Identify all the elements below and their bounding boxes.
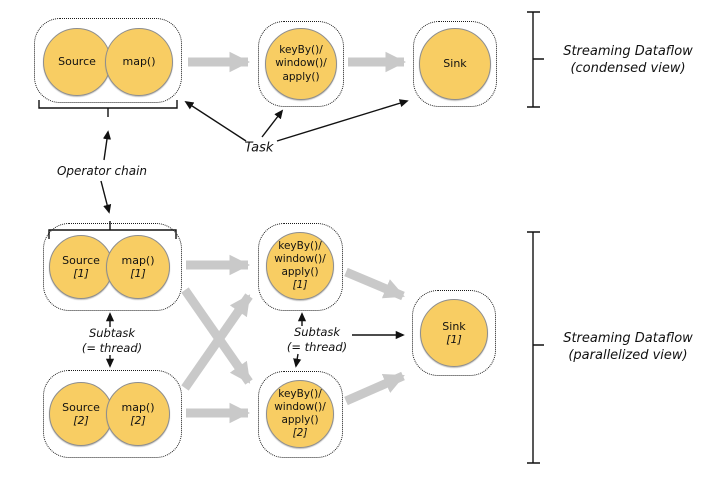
- subtask-left-line1: Subtask: [88, 325, 136, 340]
- subtask-middle-label: Subtask (= thread): [287, 325, 347, 355]
- node-sink-1: Sink [1]: [420, 299, 488, 367]
- node-source-label: Source: [58, 55, 96, 69]
- parallelized-caption-line2: (parallelized view): [568, 348, 688, 363]
- flow-arrow-keyby2-to-sink1: [344, 371, 405, 406]
- node-map-2: map() [2]: [106, 382, 170, 446]
- condensed-operator-chain-task-box: Source map(): [34, 18, 182, 103]
- node-keyby1-line1: keyBy()/: [278, 239, 322, 252]
- parallelized-view-caption: Streaming Dataflow (parallelized view): [563, 331, 693, 365]
- node-keyby: keyBy()/ window()/ apply(): [265, 28, 337, 100]
- node-sink1-label: Sink: [442, 319, 466, 333]
- parallel-keyby2-subtask-box: keyBy()/ window()/ apply() [2]: [258, 371, 343, 458]
- node-keyby1-line2: window()/: [274, 252, 326, 265]
- task-label: Task: [244, 140, 274, 156]
- node-map-1: map() [1]: [106, 235, 170, 299]
- subtask-middle-line2: (= thread): [286, 340, 348, 354]
- parallel-sink1-subtask-box: Sink [1]: [412, 290, 496, 376]
- condensed-view-brace: [527, 11, 544, 108]
- node-map1-index: [1]: [130, 267, 146, 280]
- subtask-middle-arrow-down: [293, 353, 302, 368]
- parallel-chain2-subtask-box: Source [2] map() [2]: [43, 370, 182, 458]
- condensed-caption-line2: (condensed view): [570, 61, 686, 76]
- node-keyby-line2: window()/: [275, 57, 327, 70]
- node-keyby2-line1: keyBy()/: [278, 387, 322, 400]
- node-source-1: Source [1]: [49, 235, 113, 299]
- condensed-caption-line1: Streaming Dataflow: [563, 44, 693, 60]
- flow-arrow-chain1-to-keyby2: [181, 287, 253, 385]
- node-map2-index: [2]: [130, 414, 146, 427]
- parallel-chain1-subtask-box: Source [1] map() [1]: [43, 223, 182, 311]
- node-source: Source: [43, 28, 111, 96]
- operator-chain-label: Operator chain: [56, 164, 148, 178]
- node-sink: Sink: [419, 28, 491, 100]
- flow-arrow-keyby1-to-sink1: [344, 267, 405, 301]
- operator-chain-arrow-up: [102, 130, 112, 161]
- node-keyby1-line3: apply(): [281, 266, 319, 278]
- parallelized-caption-line1: Streaming Dataflow: [563, 331, 693, 347]
- node-map1-label: map(): [121, 253, 155, 267]
- node-source1-index: [1]: [73, 267, 89, 280]
- node-source1-label: Source: [62, 253, 100, 267]
- node-keyby-1: keyBy()/ window()/ apply() [1]: [266, 232, 334, 300]
- node-source2-index: [2]: [73, 414, 89, 427]
- node-keyby1-index: [1]: [292, 279, 308, 292]
- node-keyby2-line2: window()/: [274, 400, 326, 413]
- node-keyby-line3: apply(): [282, 70, 320, 83]
- node-source-2: Source [2]: [49, 382, 113, 446]
- subtask-middle-line1: Subtask: [293, 324, 341, 339]
- node-keyby2-index: [2]: [292, 427, 308, 440]
- parallel-keyby1-subtask-box: keyBy()/ window()/ apply() [1]: [258, 223, 343, 311]
- task-arrow-to-chain-box: [184, 101, 247, 142]
- task-arrow-to-sink-box: [276, 99, 409, 142]
- node-source2-label: Source: [62, 400, 100, 414]
- operator-chain-arrow-down: [100, 180, 112, 214]
- node-keyby-2: keyBy()/ window()/ apply() [2]: [266, 380, 334, 448]
- node-map-label: map(): [122, 55, 156, 69]
- task-arrow-to-keyby-box: [261, 109, 284, 138]
- condensed-sink-task-box: Sink: [413, 21, 497, 107]
- subtask-left-line2: (= thread): [81, 341, 143, 355]
- condensed-view-caption: Streaming Dataflow (condensed view): [563, 44, 693, 78]
- flow-arrow-chain2-to-keyby1: [181, 293, 253, 391]
- subtask-left-label: Subtask (= thread): [82, 326, 142, 356]
- node-map: map(): [105, 28, 173, 96]
- node-map2-label: map(): [121, 400, 155, 414]
- node-sink1-index: [1]: [446, 333, 462, 346]
- node-keyby-line1: keyBy()/: [279, 44, 323, 57]
- node-sink-label: Sink: [443, 57, 467, 71]
- parallelized-view-brace: [527, 231, 544, 464]
- node-keyby2-line3: apply(): [281, 414, 319, 426]
- condensed-keyby-task-box: keyBy()/ window()/ apply(): [258, 21, 344, 107]
